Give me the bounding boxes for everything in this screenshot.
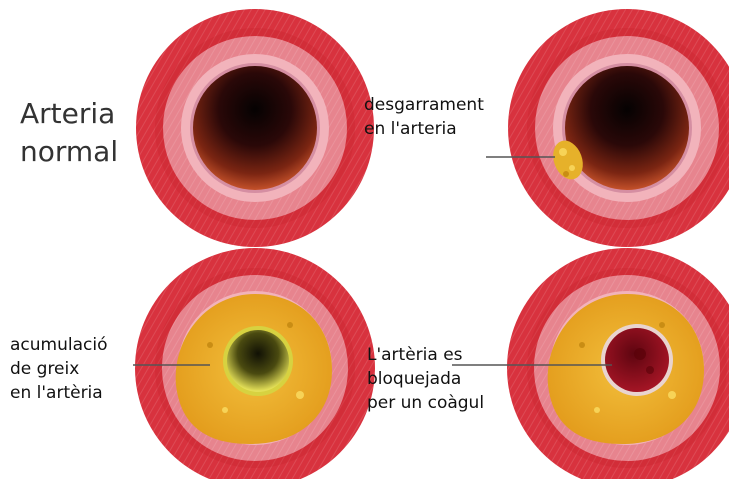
label-clot-line-1: L'artèria es (367, 343, 484, 367)
label-plaque: acumulació de greix en l'artèria (10, 333, 107, 405)
artery-tear (508, 9, 729, 247)
label-plaque-line-2: de greix (10, 357, 107, 381)
label-clot-line-3: per un coàgul (367, 391, 484, 415)
artery-clot (507, 248, 729, 479)
label-normal: Arteria normal (20, 95, 118, 171)
label-tear-line-2: en l'arteria (364, 117, 484, 141)
label-normal-line-1: Arteria (20, 95, 118, 133)
label-plaque-line-1: acumulació (10, 333, 107, 357)
artery-normal (136, 9, 374, 247)
label-tear: desgarrament en l'arteria (364, 93, 484, 141)
label-clot: L'artèria es bloquejada per un coàgul (367, 343, 484, 415)
label-normal-line-2: normal (20, 133, 118, 171)
artery-plaque (135, 248, 375, 479)
label-tear-line-1: desgarrament (364, 93, 484, 117)
label-clot-line-2: bloquejada (367, 367, 484, 391)
label-plaque-line-3: en l'artèria (10, 381, 107, 405)
